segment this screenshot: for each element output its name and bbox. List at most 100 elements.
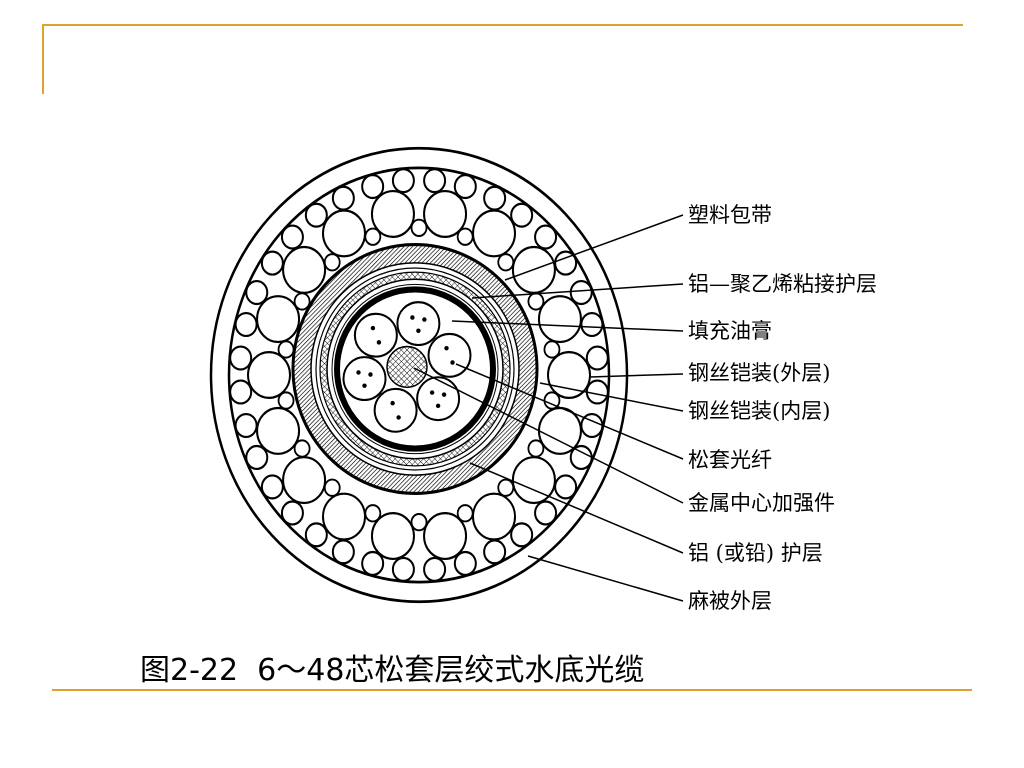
leader-line-central-strength-member <box>413 367 684 504</box>
optical-fiber-dot <box>435 403 441 409</box>
armor-wire-inner <box>537 406 582 455</box>
armor-filler-wire <box>410 218 428 238</box>
armor-wire-outer <box>554 474 578 500</box>
armor-wire-outer <box>361 550 385 576</box>
armor-wire-outer <box>234 412 258 439</box>
optical-fiber-dot <box>396 415 401 420</box>
armor-wire-outer <box>280 500 304 526</box>
leader-line-jute-outer-layer <box>527 555 684 602</box>
armor-wire-inner <box>423 190 468 238</box>
armor-wire-outer <box>391 168 415 194</box>
left-rule-line <box>42 24 44 94</box>
armor-filler-wire <box>277 391 295 410</box>
armor-wire-outer <box>510 522 534 548</box>
label-central-strength-member: 金属中心加强件 <box>688 491 835 515</box>
figure-caption: 图2-22 6～48芯松套层绞式水底光缆 <box>140 653 645 688</box>
optical-fiber-dot <box>376 340 382 345</box>
armor-wire-outer <box>260 474 284 500</box>
armor-wire-outer <box>245 444 269 470</box>
label-al-pe-bonded-sheath: 铝—聚乙烯粘接护层 <box>688 272 877 296</box>
optical-fiber-dot <box>441 392 447 397</box>
optical-fiber-dot <box>450 360 455 365</box>
label-plastic-tape: 塑料包带 <box>688 203 772 227</box>
armor-wire-outer <box>304 522 328 548</box>
armor-wire-outer <box>229 379 253 405</box>
label-filling-compound: 填充油膏 <box>688 319 772 343</box>
loose-tube <box>342 356 387 402</box>
loose-tube <box>373 387 418 433</box>
loose-tube <box>396 301 441 347</box>
bottom-rule-line <box>52 689 972 691</box>
armor-filler-wire <box>364 227 382 246</box>
loose-tube <box>353 312 398 358</box>
optical-fiber-dot <box>362 383 367 388</box>
label-jute-outer-layer: 麻被外层 <box>688 589 772 613</box>
armor-wire-outer <box>534 224 558 250</box>
armor-filler-wire <box>410 512 428 532</box>
armor-wire-outer <box>331 539 355 565</box>
armor-filler-wire <box>323 253 341 272</box>
armor-wire-outer <box>585 345 609 371</box>
armor-wire-outer <box>483 185 507 211</box>
optical-fiber-dot <box>444 345 449 351</box>
armor-wire-inner <box>472 492 516 541</box>
armor-filler-wire <box>527 439 545 458</box>
optical-fiber-dot <box>390 400 395 406</box>
armor-filler-wire <box>497 478 515 497</box>
label-armor-inner: 钢丝铠装(内层) <box>688 399 830 423</box>
armor-wire-inner <box>370 190 415 238</box>
armor-wire-inner <box>282 245 327 294</box>
armor-wire-outer <box>361 174 385 200</box>
armor-filler-wire <box>293 439 311 458</box>
leader-line-armor-outer <box>589 373 684 378</box>
armor-wire-inner <box>537 295 582 344</box>
armor-wire-outer <box>569 280 593 306</box>
armor-wire-outer <box>580 311 604 338</box>
leader-line-filling-compound <box>451 320 684 332</box>
armor-wire-outer <box>304 202 328 228</box>
optical-fiber-dot <box>410 315 415 320</box>
armor-wire-outer <box>483 539 507 565</box>
label-armor-outer: 钢丝铠装(外层) <box>688 361 830 385</box>
armor-wire-outer <box>331 185 355 211</box>
armor-wire-outer <box>453 174 477 200</box>
armor-wire-outer <box>280 224 304 250</box>
optical-fiber-dot <box>356 370 361 375</box>
loose-tube-group <box>342 301 472 433</box>
armor-wire-outer <box>423 556 447 582</box>
central-strength-member <box>386 345 428 389</box>
armor-wire-inner <box>322 209 366 258</box>
armor-wire-inner <box>282 456 327 505</box>
optical-fiber-dot <box>368 372 373 377</box>
armor-wire-outer <box>391 556 415 582</box>
optical-fiber-dot <box>422 317 427 322</box>
leader-line-loose-tube-fiber <box>455 363 684 460</box>
optical-fiber-dot <box>370 325 376 331</box>
armor-wire-inner <box>256 406 301 455</box>
armor-wire-outer <box>554 250 578 276</box>
armor-wire-outer <box>423 168 447 194</box>
armor-filler-wire <box>323 478 341 497</box>
armor-wire-inner <box>370 512 415 560</box>
armor-filler-wire <box>456 504 474 523</box>
armor-wire-outer <box>585 379 609 405</box>
armor-wire-inner <box>256 295 301 344</box>
optical-fiber-dot <box>429 390 435 395</box>
optical-fiber-dot <box>416 328 421 333</box>
armor-wire-outer <box>534 500 558 526</box>
cable-core <box>342 301 472 433</box>
label-loose-tube-fiber: 松套光纤 <box>688 448 772 472</box>
armor-filler-wire <box>277 340 295 359</box>
armor-wire-outer <box>260 250 284 276</box>
armor-wire-inner <box>322 492 366 541</box>
armor-wire-inner <box>423 512 468 560</box>
armor-wire-outer <box>510 202 534 228</box>
armor-wire-inner <box>247 351 291 399</box>
leader-line-armor-inner <box>539 382 684 412</box>
armor-wire-outer <box>453 550 477 576</box>
steel-armor-inner-layer <box>247 190 591 560</box>
leader-line-aluminum-lead-sheath <box>469 462 684 554</box>
armor-filler-wire <box>364 504 382 523</box>
loose-tube <box>416 376 461 422</box>
